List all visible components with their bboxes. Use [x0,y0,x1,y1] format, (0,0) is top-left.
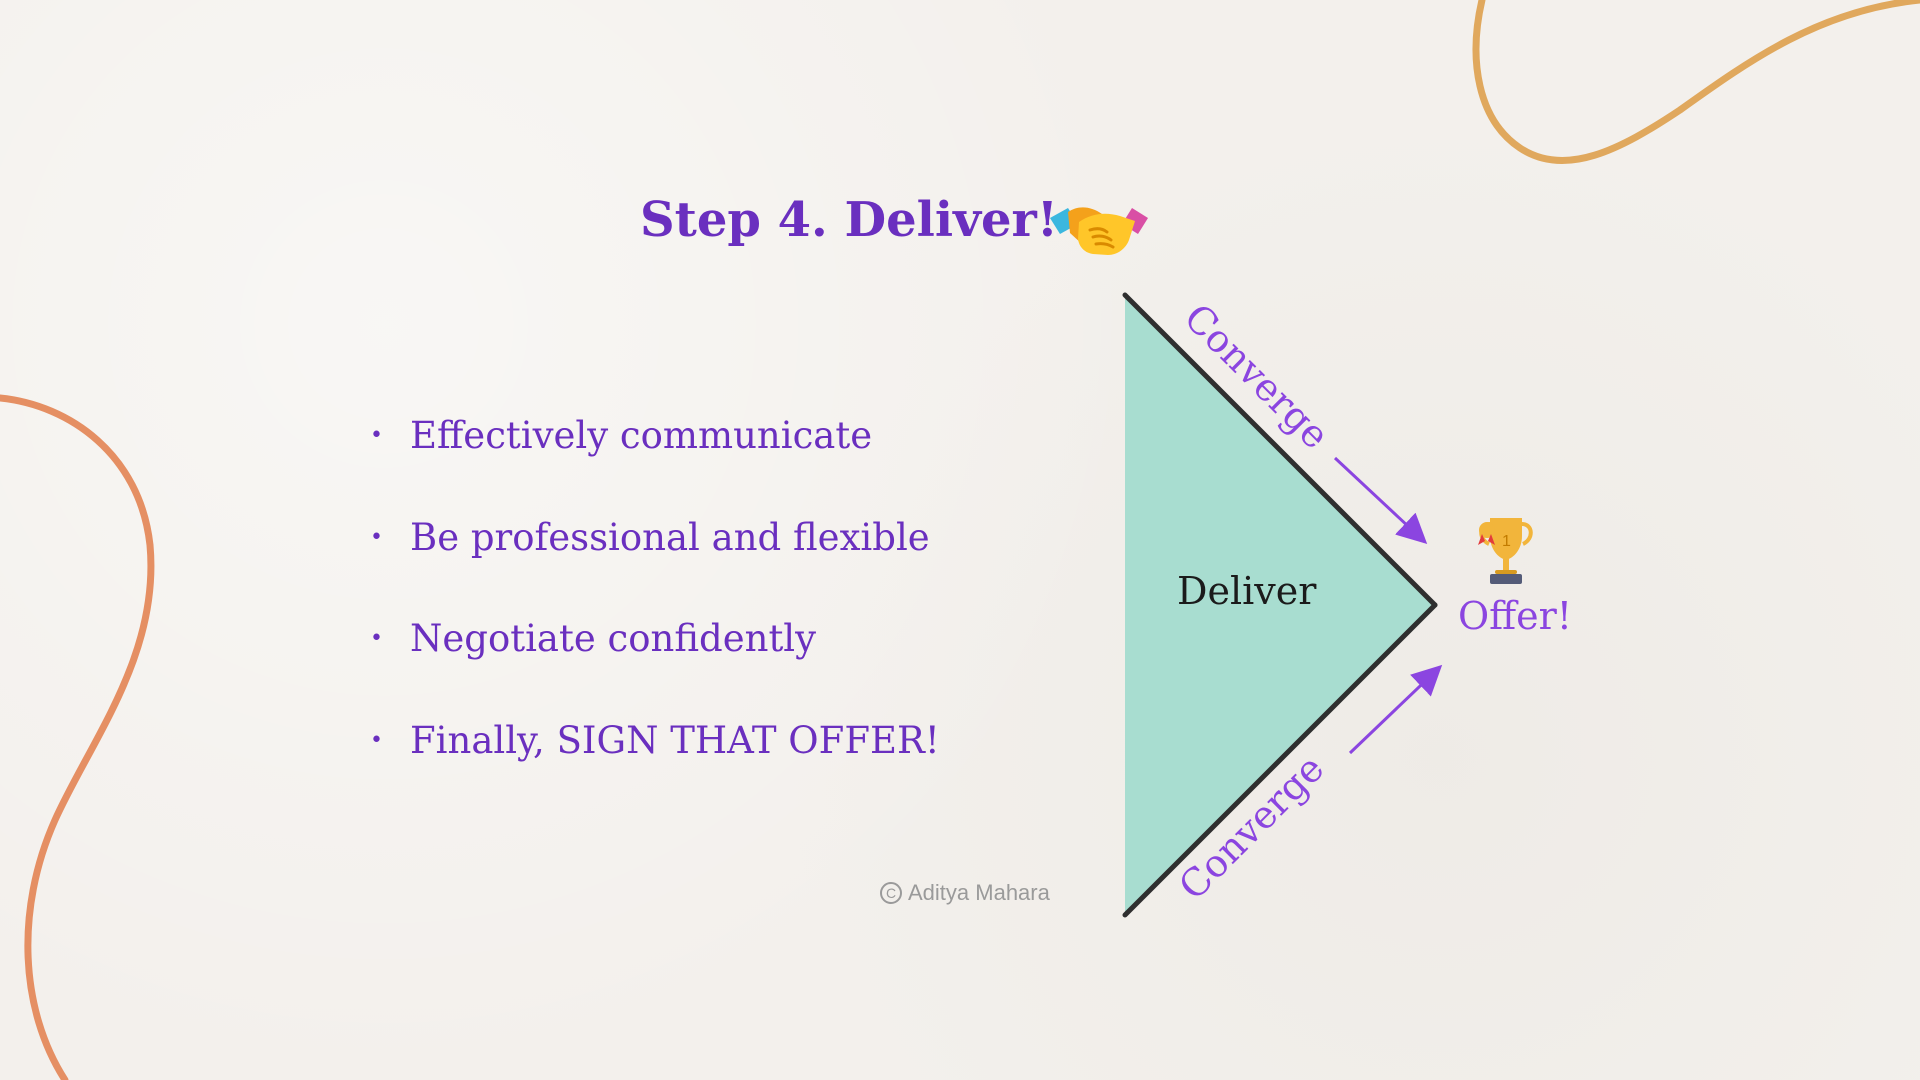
bullet-text: Negotiate confidently [410,617,817,660]
trophy-base-top [1495,570,1517,574]
offer-label: Offer! [1458,594,1573,638]
bottom-converge-arrow [1348,664,1443,755]
bullet-list: • Effectively communicate • Be professio… [370,410,940,816]
bullet-item: • Effectively communicate [370,410,940,512]
bullet-text: Be professional and flexible [410,515,930,559]
bullet-text: Effectively communicate [410,414,873,457]
deliver-label: Deliver [1177,569,1317,613]
page-title: Step 4. Deliver! [640,190,1058,250]
trophy-cup [1490,518,1522,560]
trophy-right-handle [1521,522,1533,546]
trophy-ribbon-left [1478,534,1485,545]
handshake-fingers [1088,227,1115,249]
bullet-dot-icon: • [370,423,383,448]
trophy-icon: 1 [1478,518,1533,584]
deliver-triangle-bottom-edge [1122,602,1438,918]
deliver-triangle-top-edge [1122,292,1438,608]
trophy-ribbon-right [1488,534,1495,545]
handshake-icon [1050,207,1148,255]
trophy-base [1490,574,1522,584]
bullet-dot-icon: • [370,727,383,753]
bullet-item: • Finally, SIGN THAT OFFER! [370,715,940,817]
trophy-stem [1503,559,1509,570]
top-converge-arrow [1333,456,1428,545]
page-title-text: Step 4. Deliver! [640,192,1058,248]
bullet-text: Finally, SIGN THAT OFFER! [410,718,940,762]
handshake-hand-front [1078,213,1135,255]
trophy-medal [1479,522,1495,538]
left-decorative-curve [0,394,155,1080]
right-decorative-curve [1472,0,1920,165]
bullet-item: • Be professional and flexible [370,512,940,614]
copyright-icon: C [880,882,902,904]
trophy-number-icon: 1 [1502,533,1511,550]
credit-line: C Aditya Mahara [880,878,1050,908]
credit-name: Aditya Mahara [908,880,1050,905]
bullet-dot-icon: • [370,626,383,651]
bullet-dot-icon: • [370,524,383,550]
bullet-item: • Negotiate confidently [370,613,940,715]
deliver-triangle [1125,295,1435,915]
